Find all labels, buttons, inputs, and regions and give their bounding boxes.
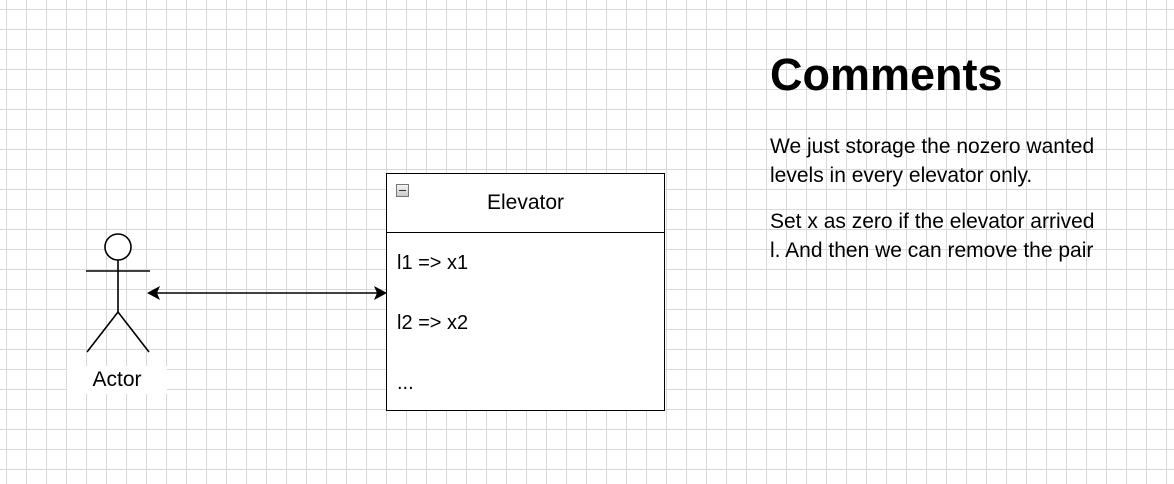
class-header: Elevator [387, 174, 664, 233]
class-attribute[interactable]: l2 => x2 [397, 312, 469, 334]
class-name: Elevator [486, 191, 565, 214]
class-attribute[interactable]: l1 => x1 [397, 252, 469, 274]
association-arrow[interactable] [140, 280, 396, 306]
comment-paragraph: We just storage the nozero wanted levels… [770, 135, 1095, 187]
arrowhead-right-icon [374, 286, 387, 300]
actor-head [104, 233, 132, 261]
actor-label[interactable]: Actor [67, 366, 167, 394]
elevator-class-box[interactable]: Elevator l1 => x1 l2 => x2 ... [386, 173, 665, 411]
comments-text-block[interactable]: Comments We just storage the nozero want… [770, 46, 1110, 265]
class-attribute[interactable]: ... [397, 372, 414, 394]
class-attributes: l1 => x1 l2 => x2 ... [387, 233, 664, 431]
comment-paragraph: Set x as zero if the elevator arrived l.… [770, 210, 1095, 262]
actor-left-leg [86, 311, 119, 353]
actor-right-leg [117, 311, 150, 353]
comments-title: Comments [770, 49, 1003, 100]
actor-figure[interactable] [80, 228, 156, 358]
arrowhead-left-icon [147, 286, 160, 300]
minus-square-icon[interactable] [396, 184, 409, 197]
